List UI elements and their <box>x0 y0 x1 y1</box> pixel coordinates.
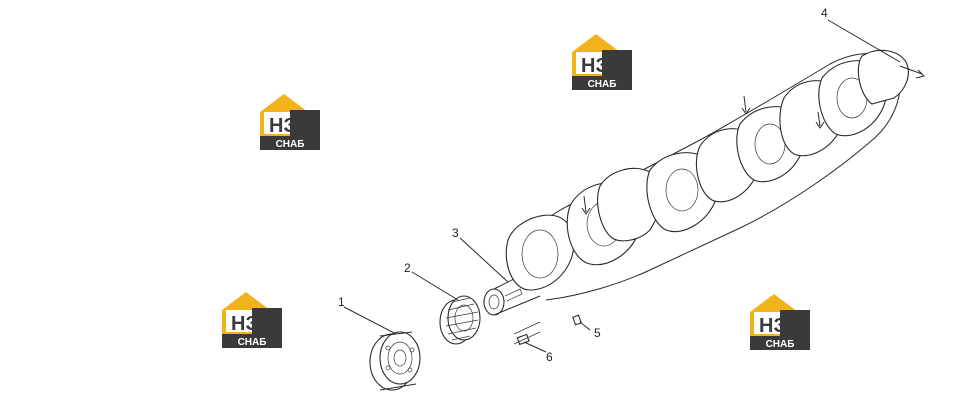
svg-text:НЗ: НЗ <box>231 313 258 335</box>
callout-4: 4 <box>821 6 828 20</box>
svg-text:СНАБ: СНАБ <box>766 339 795 350</box>
watermark-logo: НЗ СНАБ <box>260 94 320 150</box>
callout-2: 2 <box>404 261 411 275</box>
leader-lines <box>343 19 901 353</box>
watermark-logo: НЗ СНАБ <box>572 34 632 90</box>
callout-6: 6 <box>546 350 553 364</box>
svg-text:НЗ: НЗ <box>759 315 786 337</box>
dowel <box>513 321 541 346</box>
callout-1: 1 <box>338 295 345 309</box>
svg-text:СНАБ: СНАБ <box>238 337 267 348</box>
callout-3: 3 <box>452 226 459 240</box>
watermark-logo: НЗ СНАБ <box>222 292 282 348</box>
crankshaft <box>483 49 925 316</box>
watermark-logo: НЗ СНАБ <box>750 294 810 350</box>
svg-text:СНАБ: СНАБ <box>276 139 305 150</box>
timing-gear <box>369 331 421 391</box>
crankshaft-gear <box>439 295 481 345</box>
pin <box>572 314 582 326</box>
svg-text:НЗ: НЗ <box>269 115 296 137</box>
svg-text:СНАБ: СНАБ <box>588 79 617 90</box>
callout-5: 5 <box>594 326 601 340</box>
svg-text:НЗ: НЗ <box>581 55 608 77</box>
